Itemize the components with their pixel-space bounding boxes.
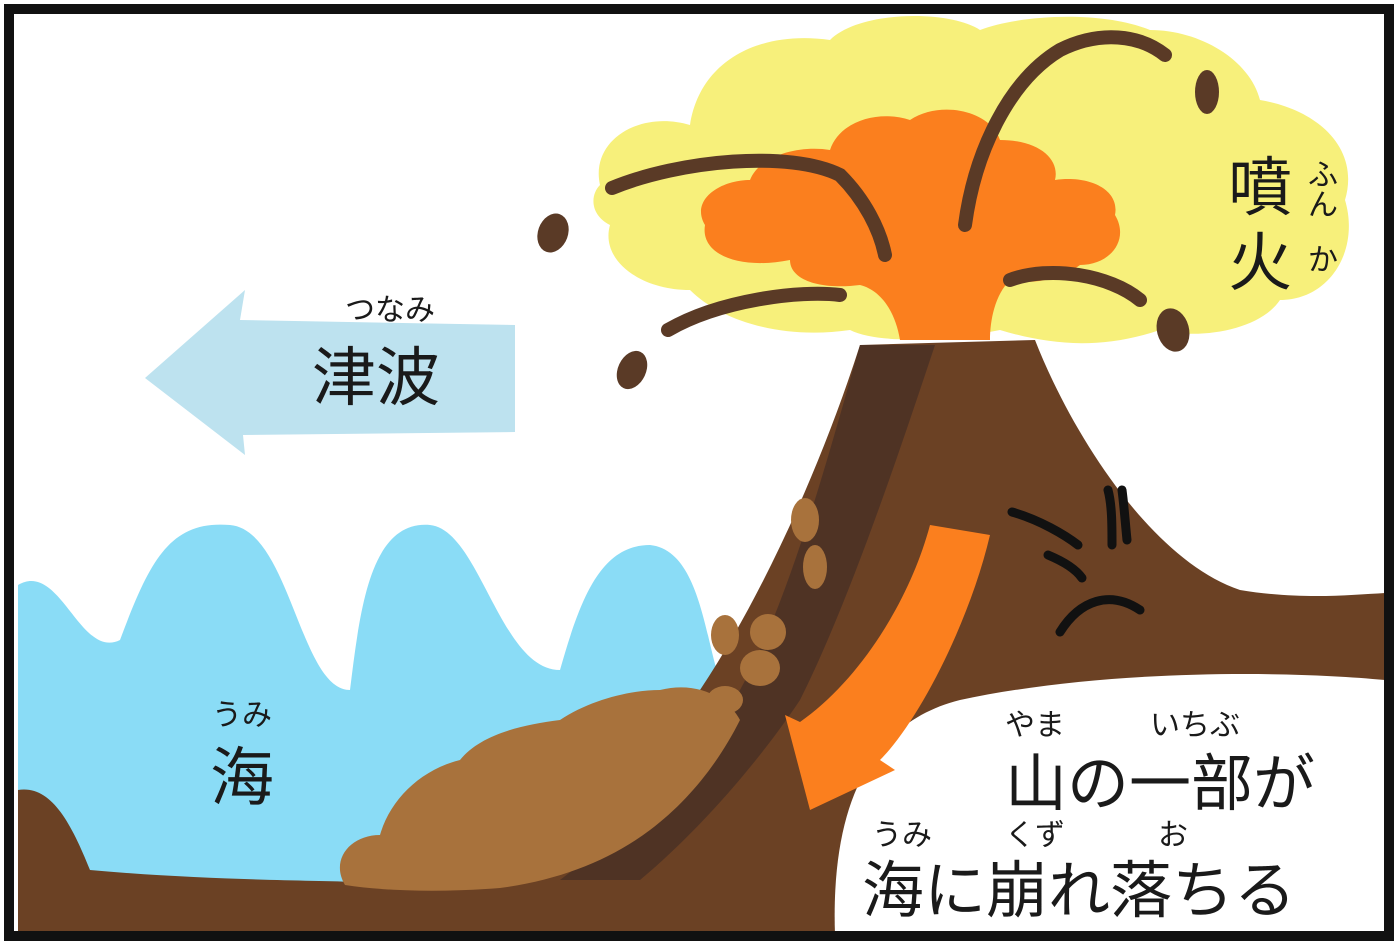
mountain-shadow bbox=[560, 345, 935, 880]
eruption-reading-2: ん bbox=[1308, 188, 1338, 223]
collapse-reading-kuzu: くず bbox=[1005, 818, 1065, 853]
frame-border bbox=[4, 4, 1394, 941]
collapse-reading-umi: うみ bbox=[872, 818, 932, 853]
eruption-char-1: 噴 bbox=[1228, 152, 1292, 226]
collapse-reading-o: お bbox=[1158, 818, 1188, 853]
tsunami-reading: つなみ bbox=[345, 293, 435, 328]
left-eyebrow bbox=[1007, 507, 1083, 550]
eruption-char-2: 火 bbox=[1228, 227, 1292, 301]
eruption-reading-1: ふ bbox=[1308, 158, 1338, 193]
collapse-line-1: 山の一部が bbox=[1005, 747, 1315, 820]
volcanic-bombs bbox=[605, 30, 1172, 337]
collapse-reading-yama: やま bbox=[1005, 708, 1065, 743]
lava-flow-arrow bbox=[785, 525, 990, 810]
tsunami-label: 津波 bbox=[312, 342, 440, 416]
tsunami-arrow bbox=[145, 290, 515, 455]
left-eye bbox=[1043, 550, 1087, 583]
eruption-label-group: 噴 火 ふ ん か bbox=[1228, 152, 1338, 301]
text-island bbox=[834, 674, 1385, 935]
eruption-reading-3: か bbox=[1308, 243, 1338, 278]
sea-label: 海 bbox=[210, 742, 274, 816]
rock-fragments bbox=[537, 70, 1219, 390]
landslide bbox=[339, 687, 740, 891]
collapse-reading-ichibu: いちぶ bbox=[1150, 708, 1240, 743]
mountain-face bbox=[1007, 485, 1145, 637]
right-eyebrow bbox=[1103, 485, 1117, 550]
frowning-mouth bbox=[1055, 595, 1145, 637]
landslide-rocks bbox=[707, 498, 827, 714]
collapse-line-2: 海に崩れ落ちる bbox=[862, 854, 1296, 927]
sea-reading: うみ bbox=[212, 698, 272, 733]
